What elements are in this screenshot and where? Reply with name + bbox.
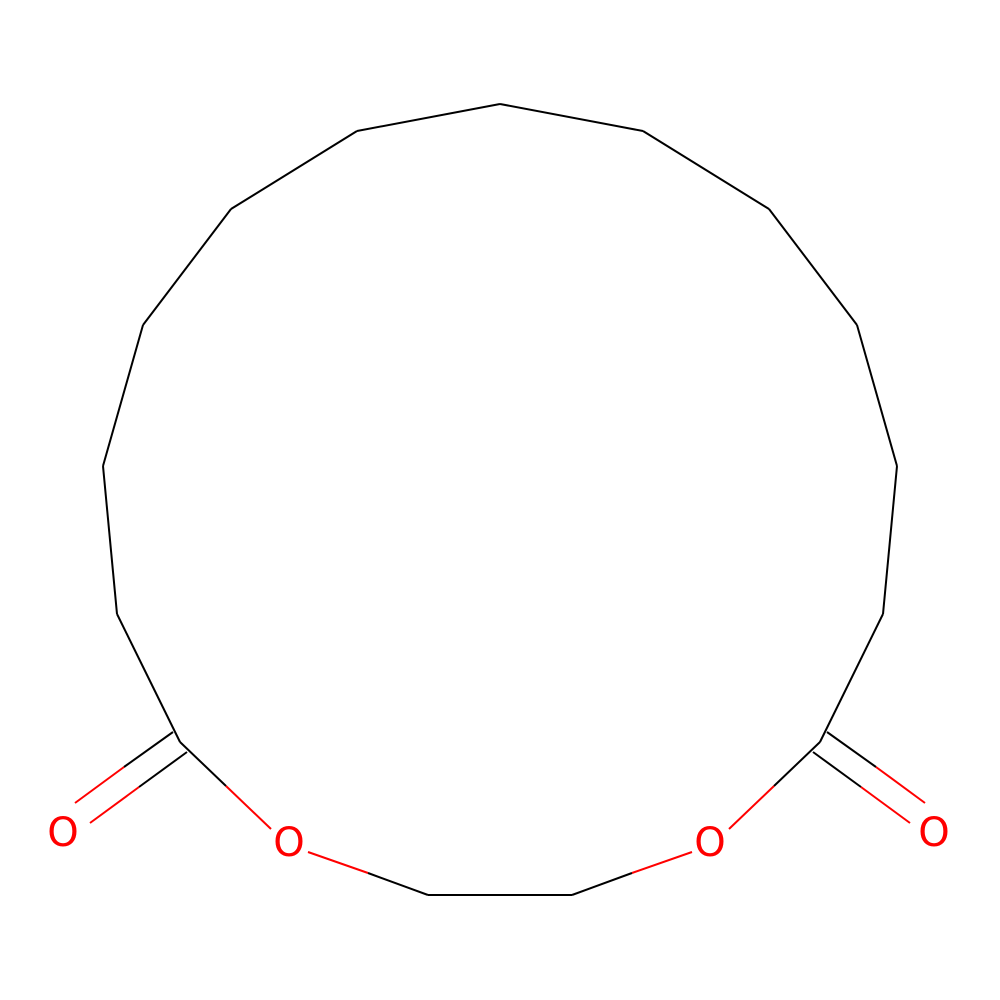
bond-c-c [356,103,501,132]
bond-c-c [116,613,181,743]
bond-c-o-single [179,741,227,787]
bond-c-o-single [225,785,272,830]
bond-c-c [142,208,232,326]
bond-c-o-double [875,766,926,804]
atom-label-layer: O O O O [47,810,949,866]
bond-c-c [882,465,898,615]
bond-c-c [102,465,118,615]
bond-c-c [856,324,898,467]
bond-c-o-single [773,741,821,787]
bond-c-c [499,103,644,132]
bond-o-c-single [631,851,693,874]
bond-layer [74,103,926,896]
atom-label-oxygen-carbonyl-left: O [47,810,78,856]
atom-label-oxygen-ester-left: O [273,820,304,866]
bond-o-c-single [571,872,633,896]
bond-o-c-single [307,851,369,874]
bond-c-o-double [812,751,862,788]
bond-c-o-double [826,731,877,768]
bond-c-c [768,208,858,326]
bond-c-o-double [138,751,188,788]
bond-c-c [230,130,358,210]
bond-o-c-single [367,872,429,896]
bond-c-o-double [89,786,140,824]
bond-c-o-double [123,731,174,768]
bond-c-c [102,324,144,467]
bond-c-o-single [728,785,775,830]
atom-label-oxygen-carbonyl-right: O [918,810,949,856]
bond-c-o-double [860,786,911,824]
bond-c-c [819,613,884,743]
atom-label-oxygen-ester-right: O [694,820,725,866]
bond-c-c [642,130,770,210]
bond-c-o-double [74,766,125,804]
